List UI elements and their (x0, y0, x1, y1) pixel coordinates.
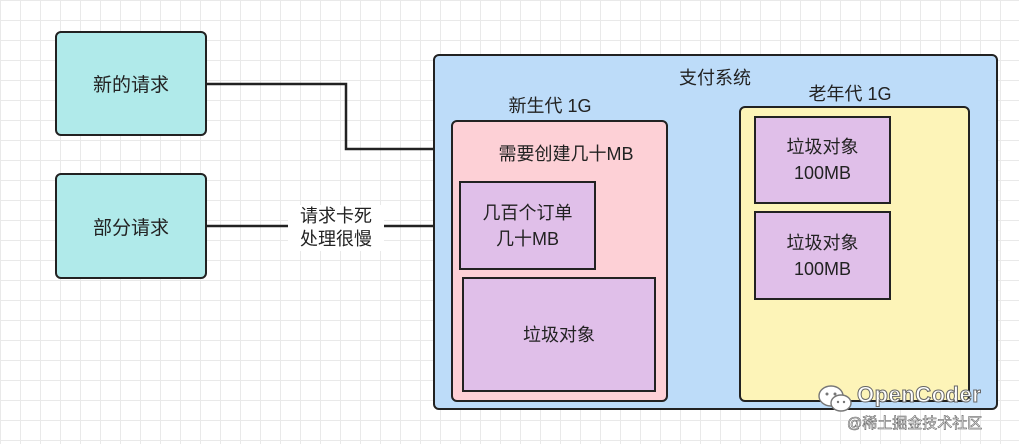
new-request-label: 新的请求 (92, 75, 169, 96)
old-garbage-object-2: 垃圾对象 100MB (754, 211, 891, 300)
young-garbage-object: 垃圾对象 (462, 277, 656, 392)
old-gen-title: 老年代 1G (808, 84, 892, 104)
new-request-arrow (207, 82, 485, 154)
watermark: OpenCoder @稀土掘金技术社区 (815, 380, 1015, 440)
create-request-label: 需要创建几十MB (498, 144, 634, 164)
wechat-icon (818, 385, 852, 412)
old-garbage-object-1: 垃圾对象 100MB (754, 116, 891, 204)
young-gen-title: 新生代 1G (508, 96, 592, 116)
watermark-title: OpenCoder (856, 382, 982, 408)
young-garbage-label: 垃圾对象 (523, 324, 595, 345)
payment-system-title: 支付系统 (679, 68, 751, 88)
watermark-subtitle: @稀土掘金技术社区 (847, 415, 983, 433)
arrow-label: 请求卡死 处理很慢 (288, 205, 384, 251)
new-request-box: 新的请求 (55, 31, 207, 136)
orders-object: 几百个订单 几十MB (459, 181, 596, 270)
partial-request-box: 部分请求 (55, 173, 207, 279)
partial-request-label: 部分请求 (92, 217, 169, 239)
